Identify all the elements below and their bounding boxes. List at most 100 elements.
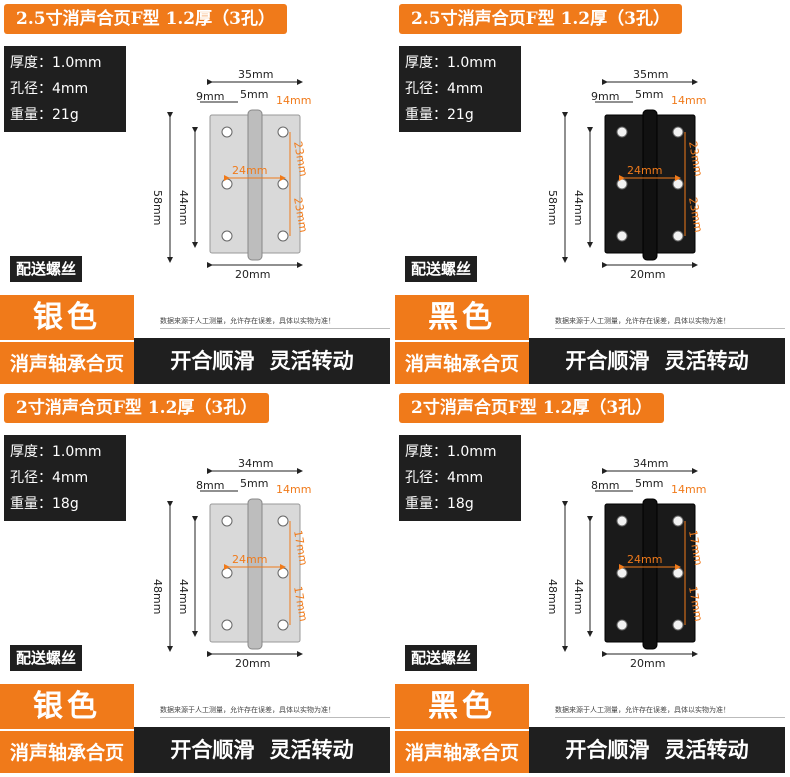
spec-box: 厚度：1.0mm 孔径：4mm 重量：21g	[399, 46, 521, 132]
dim-height: 58mm	[151, 190, 164, 225]
disclaimer: 数据来源于人工测量，允许存在误差，具体以实物为准！	[555, 317, 730, 325]
dim-left: 8mm	[196, 479, 224, 492]
hole	[672, 230, 684, 242]
disclaimer: 数据来源于人工测量，允许存在误差，具体以实物为准！	[160, 317, 335, 325]
dim-center: 5mm	[240, 88, 268, 101]
hinge-knuckle	[642, 498, 658, 650]
spec-hole-diameter: 孔径：4mm	[405, 470, 484, 486]
feature-slogan: 开合顺滑 灵活转动	[529, 338, 785, 384]
hinge-diagram: 34mm 8mm 5mm 14mm 48mm 44mm 24mm	[546, 457, 706, 670]
dim-hole-v2: 17mm	[686, 585, 705, 622]
dim-right: 14mm	[276, 483, 311, 496]
dim-inner: 44mm	[177, 190, 190, 225]
panel-title: 2.5寸消声合页F型 1.2厚（3孔）	[4, 4, 287, 34]
dim-width: 34mm	[633, 457, 668, 470]
hole	[672, 619, 684, 631]
hinge-knuckle	[247, 498, 263, 650]
hinge-panel-2: 2.5寸消声合页F型 1.2厚（3孔） 厚度：1.0mm 孔径：4mm 重量：2…	[395, 0, 790, 388]
hole	[221, 619, 233, 631]
hinge-diagram: 34mm 8mm 5mm 14mm 48mm 44mm 24mm	[151, 457, 311, 670]
hole	[672, 515, 684, 527]
dim-inner: 44mm	[572, 190, 585, 225]
dim-hole-v1: 17mm	[686, 529, 705, 566]
dim-right: 14mm	[671, 483, 706, 496]
screws-badge: 配送螺丝	[10, 256, 83, 282]
hole	[221, 178, 233, 190]
spec-box: 厚度：1.0mm 孔径：4mm 重量：18g	[399, 435, 521, 521]
spec-hole-diameter: 孔径：4mm	[10, 81, 89, 97]
dim-hole-v2: 23mm	[686, 196, 705, 233]
divider	[160, 717, 390, 718]
hole	[277, 515, 289, 527]
dim-hole-v2: 23mm	[291, 196, 310, 233]
feature-slogan: 开合顺滑 灵活转动	[134, 338, 390, 384]
dim-hole-gap: 24mm	[627, 164, 662, 177]
dim-left: 9mm	[591, 90, 619, 103]
dim-bottom: 20mm	[235, 268, 270, 281]
hole	[616, 230, 628, 242]
hinge-panel-4: 2寸消声合页F型 1.2厚（3孔） 厚度：1.0mm 孔径：4mm 重量：18g…	[395, 389, 790, 777]
spec-hole-diameter: 孔径：4mm	[405, 81, 484, 97]
screws-badge: 配送螺丝	[405, 256, 478, 282]
spec-box: 厚度：1.0mm 孔径：4mm 重量：18g	[4, 435, 126, 521]
divider	[555, 717, 785, 718]
dim-right: 14mm	[671, 94, 706, 107]
color-label: 银色	[0, 684, 134, 730]
color-label: 银色	[0, 295, 134, 341]
dim-left: 9mm	[196, 90, 224, 103]
dim-width: 35mm	[238, 68, 273, 81]
dim-center: 5mm	[635, 88, 663, 101]
spec-thickness: 厚度：1.0mm	[10, 55, 102, 71]
dim-width: 34mm	[238, 457, 273, 470]
dim-bottom: 20mm	[630, 657, 665, 670]
spec-weight: 重量：21g	[10, 107, 79, 123]
feature-slogan: 开合顺滑 灵活转动	[134, 727, 390, 773]
spec-thickness: 厚度：1.0mm	[405, 444, 497, 460]
hinge-panel-1: 2.5寸消声合页F型 1.2厚（3孔） 厚度：1.0mm 孔径：4mm 重量：2…	[0, 0, 395, 388]
disclaimer: 数据来源于人工测量，允许存在误差，具体以实物为准！	[555, 706, 730, 714]
spec-hole-diameter: 孔径：4mm	[10, 470, 89, 486]
dim-hole-gap: 24mm	[627, 553, 662, 566]
hole	[277, 178, 289, 190]
hole	[221, 126, 233, 138]
hole	[616, 567, 628, 579]
spec-thickness: 厚度：1.0mm	[405, 55, 497, 71]
screws-badge: 配送螺丝	[10, 645, 83, 671]
hinge-panel-3: 2寸消声合页F型 1.2厚（3孔） 厚度：1.0mm 孔径：4mm 重量：18g…	[0, 389, 395, 777]
hole	[277, 567, 289, 579]
hinge-knuckle	[642, 109, 658, 261]
dim-hole-v1: 23mm	[291, 140, 310, 177]
spec-weight: 重量：21g	[405, 107, 474, 123]
panel-title: 2寸消声合页F型 1.2厚（3孔）	[399, 393, 665, 423]
dim-height: 48mm	[546, 579, 559, 614]
hole	[616, 515, 628, 527]
hole	[221, 230, 233, 242]
divider	[555, 328, 785, 329]
hinge-type-label: 消声轴承合页	[395, 340, 529, 384]
panel-title: 2.5寸消声合页F型 1.2厚（3孔）	[399, 4, 682, 34]
dim-height: 58mm	[546, 190, 559, 225]
feature-slogan: 开合顺滑 灵活转动	[529, 727, 785, 773]
color-label: 黑色	[395, 684, 529, 730]
hinge-type-label: 消声轴承合页	[0, 729, 134, 773]
spec-box: 厚度：1.0mm 孔径：4mm 重量：21g	[4, 46, 126, 132]
dim-hole-v1: 17mm	[291, 529, 310, 566]
dim-center: 5mm	[635, 477, 663, 490]
spec-thickness: 厚度：1.0mm	[10, 444, 102, 460]
dim-hole-gap: 24mm	[232, 164, 267, 177]
hinge-diagram: 35mm 9mm 5mm 14mm 58mm 44mm 24mm	[546, 68, 706, 281]
color-label: 黑色	[395, 295, 529, 341]
hole	[616, 126, 628, 138]
dim-bottom: 20mm	[630, 268, 665, 281]
dim-inner: 44mm	[177, 579, 190, 614]
hole	[277, 126, 289, 138]
hinge-knuckle	[247, 109, 263, 261]
hole	[277, 619, 289, 631]
dim-hole-v2: 17mm	[291, 585, 310, 622]
hole	[221, 515, 233, 527]
hole	[221, 567, 233, 579]
screws-badge: 配送螺丝	[405, 645, 478, 671]
spec-weight: 重量：18g	[405, 496, 474, 512]
hole	[672, 126, 684, 138]
dim-hole-gap: 24mm	[232, 553, 267, 566]
